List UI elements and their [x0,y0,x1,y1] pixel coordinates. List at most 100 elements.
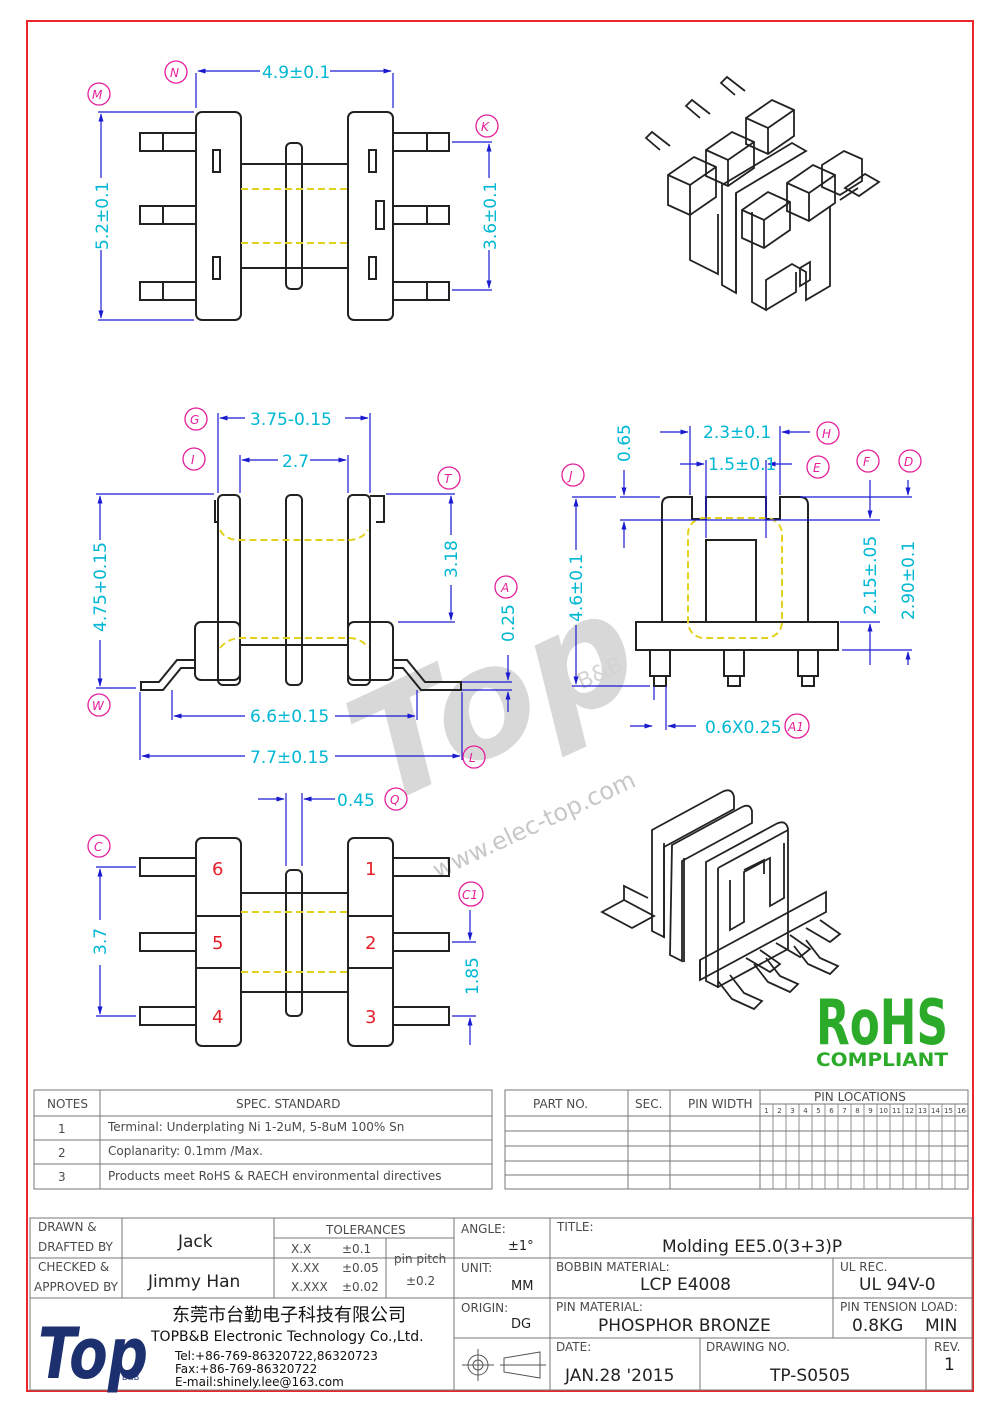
top-view-dims [98,68,492,321]
label-i: I [182,447,206,471]
front-view [635,496,839,687]
dim-side-standoff: 0.25 [499,604,519,642]
company-fax: Fax:+86-769-86320722 [175,1362,317,1376]
svg-text:D: D [904,455,913,469]
pin-pitch-val: ±0.2 [406,1274,435,1288]
label-e: E [806,455,830,479]
bobbin-label: BOBBIN MATERIAL: [556,1260,670,1274]
company-email: E-mail:shinely.lee@163.com [175,1375,344,1389]
spec-header: SPEC. STANDARD [236,1097,340,1111]
svg-text:C: C [94,840,103,854]
dim-side-inner: 2.7 [282,452,309,472]
bobbin-value: LCP E4008 [640,1275,731,1295]
dim-front-total: 2.90±0.1 [899,541,919,620]
isometric-view-top [644,75,881,312]
rohs-badge: RoHS COMPLIANT [816,986,948,1071]
drawn-label-1: DRAWN & [38,1220,97,1234]
approved-by: Jimmy Han [147,1272,240,1292]
dim-front-flange: 0.65 [615,424,635,462]
front-view-dims [572,426,912,730]
label-t: T [437,466,461,490]
note-2-num: 2 [58,1146,66,1160]
svg-text:C1: C1 [462,888,478,902]
tension-min: MIN [925,1316,957,1336]
pin-number-5: 5 [212,933,223,954]
pin-location-number: 11 [892,1107,901,1115]
label-q: Q [384,787,408,811]
label-m: M [87,82,111,106]
pin-location-number: 15 [944,1107,953,1115]
pin-location-number: 9 [868,1107,872,1115]
dim-front-slot: 1.5±0.1 [708,455,776,475]
pin-location-number: 6 [829,1107,834,1115]
svg-text:H: H [822,427,831,441]
svg-text:F: F [863,455,871,469]
dim-front-pin: 0.6X0.25 [705,718,782,738]
label-f: F [856,449,880,473]
drawing-no-label: DRAWING NO. [706,1340,790,1354]
label-l: L [462,745,486,769]
label-d: D [898,449,922,473]
title-value: Molding EE5.0(3+3)P [662,1237,842,1257]
company-name-en: TOPB&B Electronic Technology Co.,Ltd. [150,1329,424,1345]
dim-side-upper: 3.18 [442,540,462,578]
pin-locations-header: PIN LOCATIONS [814,1090,906,1104]
bottom-view-dims [96,793,476,1045]
tension-label: PIN TENSION LOAD: [840,1300,958,1314]
label-c1: C1 [458,881,484,907]
svg-text:Q: Q [390,793,399,807]
note-3-text: Products meet RoHS & RAECH environmental… [108,1169,442,1183]
angle-label: ANGLE: [461,1222,506,1236]
origin-value: DG [511,1317,531,1332]
tol-xx-val: ±0.05 [342,1261,379,1275]
pin-location-number: 12 [905,1107,914,1115]
ul-label: UL REC. [840,1260,887,1274]
svg-text:A: A [500,581,509,595]
svg-text:N: N [170,66,179,80]
svg-text:M: M [92,88,103,102]
pin-material-label: PIN MATERIAL: [556,1300,643,1314]
tol-xxx-val: ±0.02 [342,1280,379,1294]
title-block [29,1217,973,1391]
angle-value: ±1° [508,1239,534,1254]
svg-text:G: G [190,413,199,427]
tol-x-val: ±0.1 [342,1242,371,1256]
dim-bottom-flange: 0.45 [337,791,375,811]
rohs-text: RoHS [816,986,948,1059]
unit-value: MM [511,1279,533,1294]
label-w: W [87,693,111,717]
svg-text:B&B: B&B [122,1373,139,1382]
part-table [504,1089,969,1190]
label-k: K [475,114,499,138]
dim-side-height: 4.75+0.15 [91,542,111,632]
isometric-view-bottom [600,789,842,1011]
ul-value: UL 94V-0 [859,1275,936,1295]
watermark: Top B&B www.elec-top.com [324,558,663,884]
note-2-text: Coplanarity: 0.1mm /Max. [108,1144,263,1158]
dim-top-pin-span: 3.6±0.1 [481,182,501,250]
dim-side-width: 3.75-0.15 [250,410,332,430]
pin-location-number: 1 [764,1107,768,1115]
svg-text:A1: A1 [787,720,804,734]
pin-location-number: 4 [803,1107,808,1115]
dim-top-width: 4.9±0.1 [262,63,330,83]
drawing-no-value: TP-S0505 [769,1366,850,1386]
pin-location-number: 5 [816,1107,820,1115]
svg-text:E: E [813,461,821,475]
label-c: C [87,834,111,858]
pin-location-number: 7 [842,1107,846,1115]
date-label: DATE: [556,1340,591,1354]
dim-front-height: 4.6±0.1 [567,554,587,622]
notes-table [33,1089,493,1190]
pin-location-number: 8 [855,1107,859,1115]
pin-location-number: 14 [931,1107,940,1115]
note-1-text: Terminal: Underplating Ni 1-2uM, 5-8uM 1… [107,1120,404,1134]
tol-xxx: X.XXX [291,1280,328,1294]
pin-number-6: 6 [212,859,223,880]
note-1-num: 1 [58,1122,66,1136]
bottom-view [139,837,450,1047]
tol-x: X.X [291,1242,311,1256]
svg-text:J: J [567,469,573,483]
